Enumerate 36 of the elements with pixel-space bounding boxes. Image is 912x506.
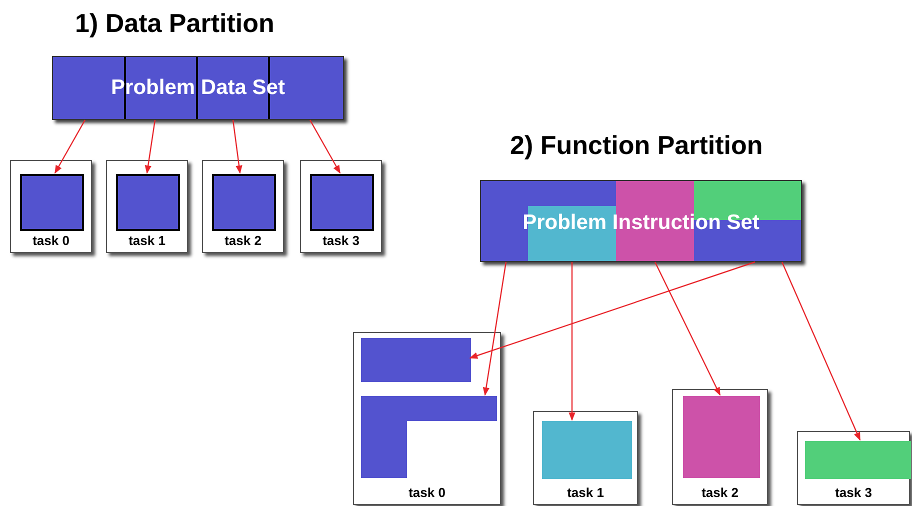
section-heading: 1) Data Partition xyxy=(75,7,274,40)
data-block xyxy=(361,396,497,478)
data-block xyxy=(20,174,84,231)
data-block xyxy=(212,174,276,231)
arrow xyxy=(482,262,507,396)
task-card xyxy=(300,160,382,253)
task-card xyxy=(202,160,284,253)
task-label: task 3 xyxy=(834,484,873,502)
arrow xyxy=(144,120,156,174)
data-block xyxy=(805,441,911,479)
arrow xyxy=(469,261,756,359)
arrow xyxy=(232,120,242,174)
task-label: task 0 xyxy=(32,232,70,250)
arrow xyxy=(54,120,86,174)
data-block xyxy=(310,174,374,231)
data-block xyxy=(116,174,180,231)
task-card xyxy=(797,431,910,505)
task-label: task 1 xyxy=(566,484,605,502)
task-label: task 2 xyxy=(700,484,740,502)
task-label: task 3 xyxy=(322,232,360,250)
section-heading: 2) Function Partition xyxy=(510,129,763,162)
task-card xyxy=(672,389,768,505)
arrow xyxy=(309,120,341,174)
arrow xyxy=(654,262,721,396)
task-label: task 2 xyxy=(224,232,262,250)
task-card xyxy=(106,160,188,253)
task-card xyxy=(10,160,92,253)
arrow xyxy=(781,262,861,441)
task-label: task 1 xyxy=(128,232,166,250)
task-card xyxy=(533,411,638,505)
data-block xyxy=(361,338,471,382)
task-label: task 0 xyxy=(408,484,446,502)
arrow xyxy=(568,262,576,421)
data-block xyxy=(683,396,760,478)
task-card xyxy=(353,332,501,505)
data-block xyxy=(542,421,632,479)
